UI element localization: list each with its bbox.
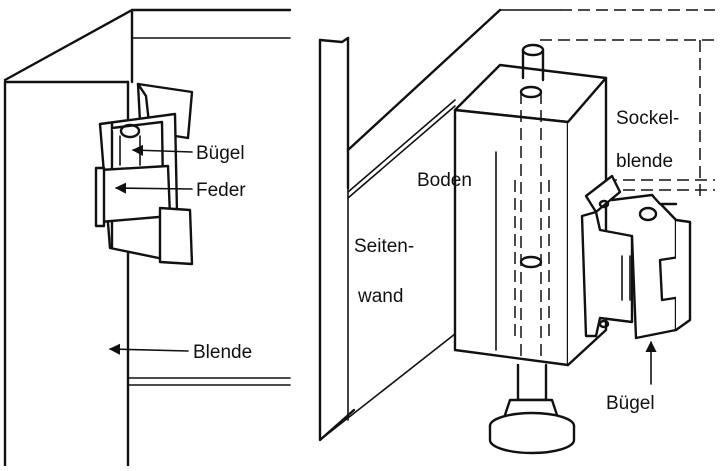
feder-arrow bbox=[114, 182, 193, 194]
buegel-arrow-left bbox=[131, 144, 193, 156]
label-sockelblende-line2: blende bbox=[616, 151, 673, 172]
label-seitenwand-line1: Seiten- bbox=[354, 236, 414, 257]
right-clip-assembly bbox=[580, 174, 692, 340]
label-buegel-left: Bügel bbox=[196, 143, 245, 164]
right-back-rails bbox=[499, 9, 715, 200]
right-panel: Boden Seiten- wand Sockel- blende Bügel bbox=[318, 8, 715, 455]
label-seitenwand-line2: wand bbox=[357, 286, 403, 307]
right-side-wall bbox=[318, 8, 502, 442]
leveling-foot bbox=[488, 43, 576, 455]
label-buegel-right: Bügel bbox=[606, 393, 655, 414]
blende-arrow bbox=[108, 343, 189, 355]
label-blende: Blende bbox=[193, 342, 252, 363]
left-clip-assembly bbox=[94, 82, 194, 266]
label-boden: Boden bbox=[417, 170, 472, 191]
left-panel: Bügel Feder Blende bbox=[3, 8, 292, 468]
label-sockelblende-line1: Sockel- bbox=[616, 108, 679, 129]
label-feder: Feder bbox=[196, 180, 246, 201]
